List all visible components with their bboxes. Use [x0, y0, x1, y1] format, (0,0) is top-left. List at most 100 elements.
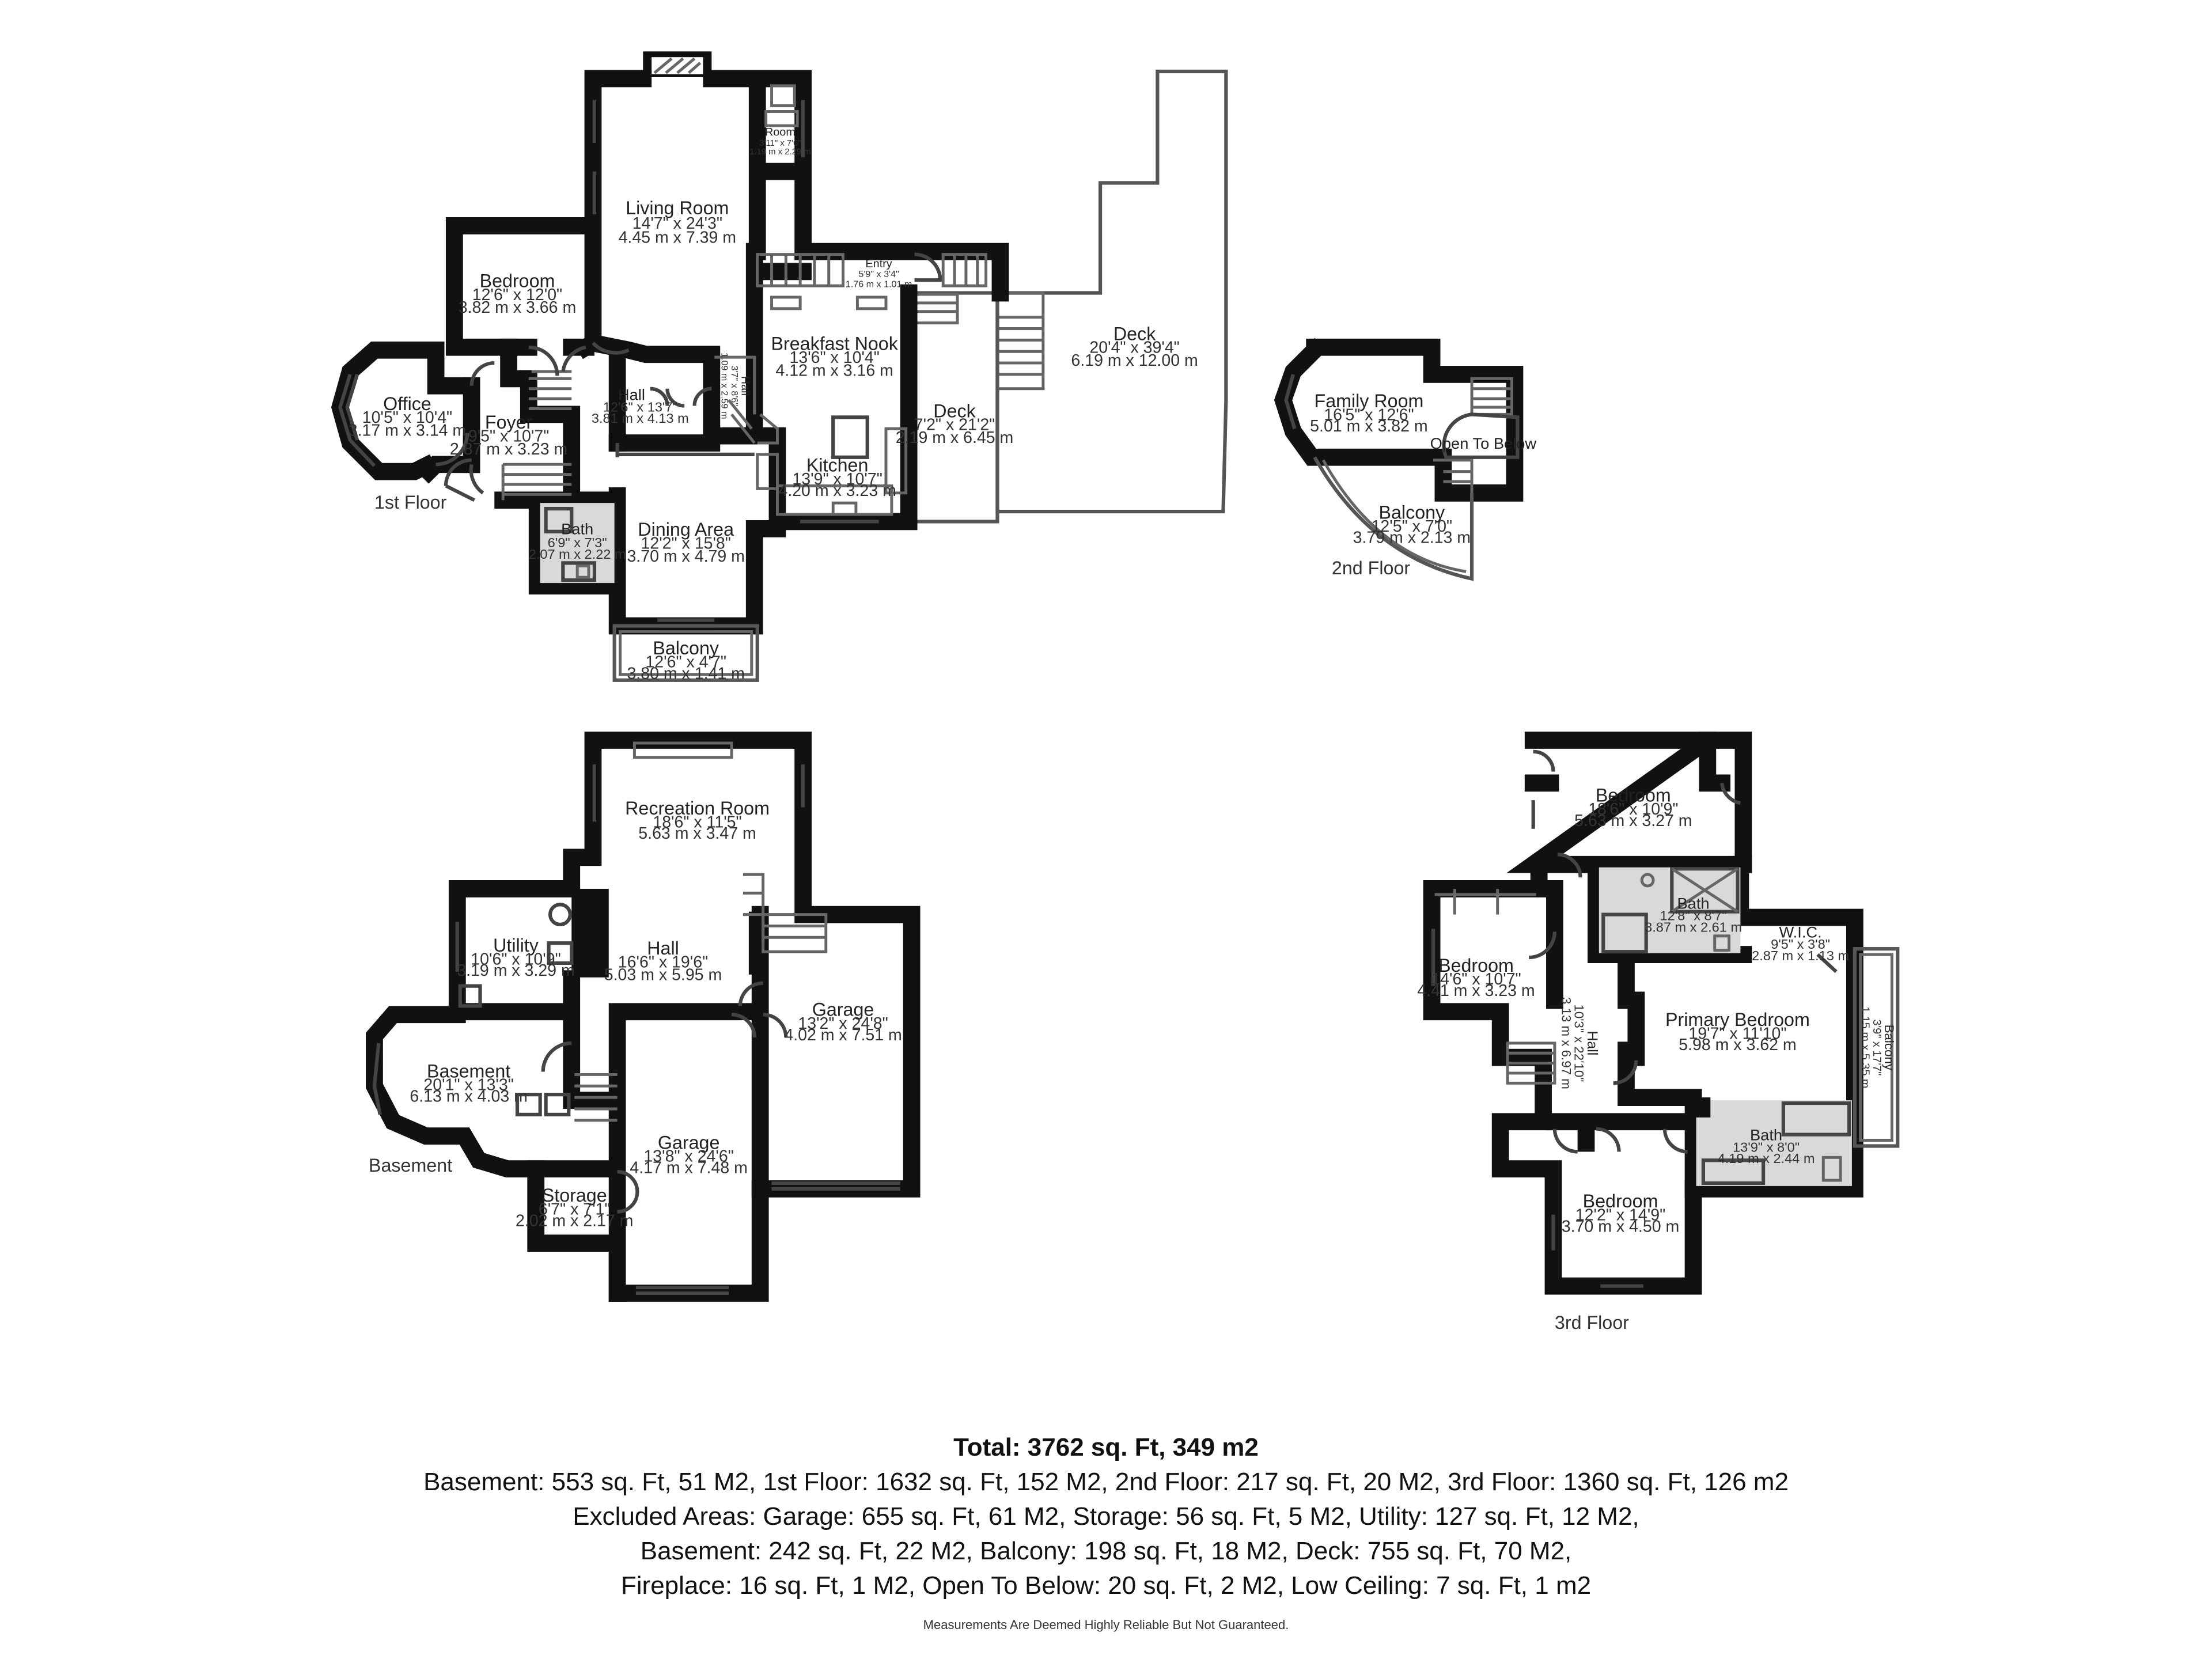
room-label-office: Office: [383, 393, 431, 414]
room-dim-basement-imperial: 20'1" x 13'3": [423, 1076, 513, 1094]
room-label-balcony-3f: Balcony: [1882, 1025, 1896, 1071]
room-dim-primary-bedroom-metric: 5.98 m x 3.62 m: [1679, 1036, 1796, 1054]
room-label-hall-1f: Hall: [618, 386, 645, 404]
floor-label-second: 2nd Floor: [1332, 558, 1410, 578]
summary-line-4: Fireplace: 16 sq. Ft, 1 M2, Open To Belo…: [620, 1571, 1592, 1600]
room-label-open-to-below: Open To Below: [1430, 434, 1537, 452]
room-dim-bath-3f-metric: 3.87 m x 2.61 m: [1645, 919, 1742, 934]
room-label-hall-1f-small: Hall: [738, 376, 751, 396]
room-label-bath-3f: Bath: [1677, 895, 1709, 912]
room-label-wic: W.I.C.: [1779, 923, 1821, 941]
room-dim-balcony-1f-imperial: 12'6" x 4'7": [645, 653, 726, 671]
room-dim-garage-2-metric: 4.17 m x 7.48 m: [630, 1159, 747, 1177]
room-label-garage-1: Garage: [812, 999, 874, 1020]
room-label-bedroom-3f-left: Bedroom: [1438, 955, 1514, 976]
room-dim-hall-1f-metric: 3.81 m x 4.13 m: [592, 411, 689, 426]
room-label-living-room: Living Room: [626, 198, 729, 218]
room-label-kitchen: Kitchen: [806, 455, 869, 476]
room-label-deck-large: Deck: [1113, 323, 1156, 344]
floor-label-first: 1st Floor: [374, 492, 447, 513]
room-dim-kitchen-metric: 4.20 m x 3.23 m: [778, 482, 896, 500]
room-dim-recreation-room-imperial: 18'6" x 11'5": [653, 813, 741, 831]
room-dim-foyer-imperial: 9'5" x 10'7": [468, 427, 550, 446]
room-dim-balcony-2f-metric: 3.79 m x 2.13 m: [1353, 529, 1471, 547]
room-dim-office-imperial: 10'5" x 10'4": [362, 408, 452, 427]
summary-total: Total: 3762 sq. Ft, 349 m2: [953, 1433, 1259, 1461]
room-label-bath-primary: Bath: [1750, 1126, 1782, 1144]
room-dim-bedroom-1f-imperial: 12'6" x 12'0": [472, 286, 562, 304]
room-dim-deck-large-metric: 6.19 m x 12.00 m: [1071, 351, 1198, 370]
room-dim-storage-imperial: 6'7" x 7'1": [539, 1200, 611, 1219]
room-dim-hall-1f-imperial: 12'6" x 13'7": [603, 399, 677, 414]
room-dim-hall-3f-metric: 3.13 m x 6.97 m: [1559, 997, 1573, 1089]
room-dim-bedroom-3f-top-imperial: 18'6" x 10'9": [1588, 800, 1678, 819]
room-dim-recreation-room-metric: 5.63 m x 3.47 m: [638, 824, 756, 843]
room-dim-living-room-imperial: 14'7" x 24'3": [632, 214, 722, 233]
room-dim-bedroom-3f-left-imperial: 14'6" x 10'7": [1431, 970, 1521, 988]
room-dim-hall-3f-imperial: 10'3" x 22'10": [1572, 1004, 1586, 1082]
room-label-recreation-room: Recreation Room: [625, 798, 770, 819]
room-dim-kitchen-imperial: 13'9" x 10'7": [792, 470, 882, 488]
room-dim-bedroom-3f-left-metric: 4.41 m x 3.23 m: [1417, 982, 1535, 1000]
balcony-1f-outline: [612, 624, 759, 682]
room-dim-hall-basement-imperial: 16'6" x 19'6": [618, 953, 708, 971]
room-dim-entry-imperial: 5'9" x 3'4": [858, 269, 899, 279]
room-dim-foyer-metric: 2.87 m x 3.23 m: [450, 440, 567, 459]
room-dim-garage-1-metric: 4.02 m x 7.51 m: [784, 1026, 902, 1044]
room-dim-room-metric: 1.19 m x 2.29 m: [749, 147, 811, 157]
room-dim-bedroom-3f-bottom-metric: 3.70 m x 4.50 m: [1562, 1217, 1679, 1236]
room-dim-wic-imperial: 9'5" x 3'8": [1771, 937, 1830, 952]
room-dim-deck-large-imperial: 20'4" x 39'4": [1089, 339, 1179, 357]
room-labels: Living Room 14'7" x 24'3" 4.45 m x 7.39 …: [349, 126, 1896, 1236]
room-dim-bath-primary-imperial: 13'9" x 8'0": [1733, 1139, 1800, 1154]
room-dim-balcony-1f-metric: 3.80 m x 1.41 m: [627, 664, 744, 683]
room-dim-bath-primary-metric: 4.19 m x 2.44 m: [1718, 1151, 1815, 1166]
room-label-deck-small: Deck: [933, 400, 976, 421]
room-dim-bath-3f-imperial: 12'8" x 8'7": [1660, 908, 1727, 923]
room-label-garage-2: Garage: [658, 1132, 720, 1153]
room-dim-bath-1f-metric: 2.07 m x 2.22 m: [529, 547, 626, 562]
summary-line-3: Basement: 242 sq. Ft, 22 M2, Balcony: 19…: [640, 1537, 1572, 1565]
room-dim-deck-small-metric: 2.19 m x 6.45 m: [896, 429, 1013, 447]
room-dim-family-room-metric: 5.01 m x 3.82 m: [1310, 417, 1427, 435]
floor-label-third: 3rd Floor: [1555, 1312, 1629, 1333]
room-dim-utility-imperial: 10'6" x 10'9": [471, 950, 560, 968]
room-label-foyer: Foyer: [485, 412, 533, 433]
disclaimer-note: Measurements Are Deemed Highly Reliable …: [923, 1618, 1289, 1632]
room-dim-hall-basement-metric: 5.03 m x 5.95 m: [604, 966, 722, 984]
room-dim-hall-1f-small-imperial: 3'7" x 8'6": [729, 366, 740, 407]
room-dim-deck-small-imperial: 7'2" x 21'2": [914, 416, 995, 434]
room-dim-utility-metric: 3.19 m x 3.29 m: [457, 961, 574, 980]
room-label-bedroom-1f: Bedroom: [480, 271, 555, 291]
room-dim-dining-area-metric: 3.70 m x 4.79 m: [627, 547, 744, 566]
room-dim-family-room-imperial: 16'5" x 12'6": [1324, 406, 1414, 424]
room-dim-storage-metric: 2.02 m x 2.17 m: [516, 1211, 633, 1230]
room-label-breakfast-nook: Breakfast Nook: [771, 334, 898, 354]
room-dim-living-room-metric: 4.45 m x 7.39 m: [619, 229, 736, 247]
room-label-hall-1f-small-group: Hall 3'7" x 8'6" 1.09 m x 2.59 m: [719, 353, 752, 419]
room-label-hall-basement: Hall: [647, 938, 679, 959]
room-label-entry: Entry: [865, 257, 892, 270]
room-label-hall-3f: Hall: [1584, 1031, 1600, 1055]
room-label-bedroom-3f-bottom: Bedroom: [1583, 1191, 1658, 1211]
first-floor-plan: [331, 51, 1228, 682]
room-label-primary-bedroom: Primary Bedroom: [1665, 1009, 1810, 1030]
room-label-storage: Storage: [542, 1185, 607, 1206]
room-label-balcony-2f: Balcony: [1379, 502, 1446, 522]
room-dim-room-imperial: 3'11" x 7'6": [759, 139, 801, 148]
first-floor-walls: [331, 70, 1009, 635]
room-dim-balcony-3f-metric: 1.15 m x 5.35 m: [1859, 1006, 1872, 1088]
room-label-utility: Utility: [493, 935, 539, 956]
room-dim-balcony-2f-imperial: 12'5" x 7'0": [1372, 517, 1453, 536]
room-dim-breakfast-nook-metric: 4.12 m x 3.16 m: [775, 361, 893, 380]
room-label-balcony-3f-group: Balcony 3'9" x 17'7" 1.15 m x 5.35 m: [1859, 1006, 1896, 1088]
room-dim-breakfast-nook-imperial: 13'6" x 10'4": [789, 349, 879, 367]
room-label-bath-1f: Bath: [561, 520, 593, 538]
room-dim-entry-metric: 1.76 m x 1.01 m: [846, 279, 912, 290]
summary-line-1: Basement: 553 sq. Ft, 51 M2, 1st Floor: …: [423, 1468, 1789, 1496]
room-dim-basement-metric: 6.13 m x 4.03 m: [410, 1088, 527, 1106]
room-dim-primary-bedroom-imperial: 19'7" x 11'10": [1688, 1024, 1786, 1043]
room-dim-dining-area-imperial: 12'2" x 15'8": [641, 535, 731, 553]
room-dim-bedroom-3f-top-metric: 5.63 m x 3.27 m: [1574, 812, 1692, 830]
